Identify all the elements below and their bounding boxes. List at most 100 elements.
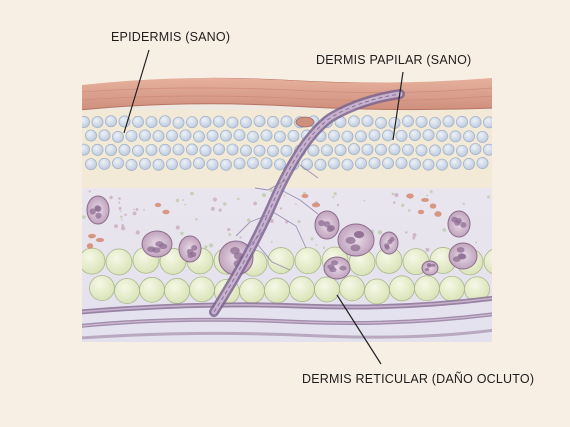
papillary-cell (260, 157, 273, 170)
nucleus (379, 231, 399, 255)
papillary-cell (82, 116, 90, 128)
papillary-cell (469, 143, 482, 155)
papillary-cell (429, 116, 441, 129)
papillary-cell (341, 158, 354, 171)
papillary-cell (125, 129, 138, 142)
papillary-cell (85, 129, 97, 142)
papillary-cell (334, 144, 347, 157)
papillary-cell (422, 158, 435, 171)
papillary-cell (355, 157, 367, 170)
papillary-cell (355, 130, 367, 143)
papillary-cell (172, 143, 185, 156)
label-epidermis: EPIDERMIS (SANO) (111, 30, 231, 44)
papillary-cell (274, 130, 286, 143)
papillary-cell (206, 158, 219, 171)
papillary-cell (199, 144, 212, 157)
papillary-cell (267, 144, 279, 157)
papillary-cell (152, 158, 165, 171)
papillary-cell (91, 116, 104, 129)
papillary-cell (436, 129, 448, 142)
papillary-cell (98, 129, 111, 142)
bottom-vessels (82, 295, 492, 340)
reticular-cell (82, 247, 106, 275)
papillary-cell (307, 144, 320, 157)
papillary-pointer (392, 71, 404, 141)
papillary-cell (166, 158, 178, 171)
papillary-cell (348, 143, 360, 155)
nucleus (314, 210, 340, 240)
papillary-cell (260, 129, 273, 142)
reticular-cell (264, 277, 290, 304)
papillary-cell (98, 157, 111, 170)
papillary-cell (395, 129, 408, 142)
reticular-cell (364, 278, 390, 305)
papillary-cell (388, 143, 401, 156)
papillary-cell (152, 130, 165, 143)
reticular-cell (164, 278, 190, 304)
papillary-cell (267, 116, 279, 128)
papillary-cell (463, 130, 475, 143)
papillary-cell (226, 116, 239, 129)
papillary-cell (125, 159, 138, 171)
papillary-cell (456, 144, 468, 157)
papillary-cell (415, 115, 428, 128)
papillary-cell (172, 116, 185, 129)
papillary-cell (145, 143, 158, 156)
papillary-cell (226, 143, 239, 156)
nucleus (323, 256, 351, 280)
papillary-cell (483, 143, 492, 156)
papillary-cell (240, 144, 252, 157)
papillary-cell (442, 143, 455, 156)
reticular-cell (114, 278, 140, 304)
papillary-cell (429, 144, 441, 157)
reticular-cell (267, 247, 295, 274)
papillary-cell (341, 130, 354, 143)
papillary-cell (301, 158, 313, 171)
papillary-cell (361, 115, 374, 128)
nucleus (337, 223, 375, 257)
papillary-cell (105, 115, 117, 128)
papillary-cell (314, 158, 327, 171)
reticular-cell (105, 248, 133, 276)
papillary-cell (186, 116, 198, 129)
reticular-cell (439, 275, 465, 302)
papillary-cell (139, 129, 151, 142)
papillary-cell (233, 129, 246, 142)
papillary-cell (112, 131, 124, 143)
reticular-cell (314, 276, 340, 303)
papillary-cell (159, 143, 171, 156)
nucleus (448, 242, 478, 270)
papillary-cell (361, 143, 374, 156)
epidermis-layer (82, 77, 492, 111)
papillary-cell (220, 158, 232, 171)
reticular-cell (189, 276, 215, 303)
papillary-cell (328, 129, 340, 142)
papillary-cell (409, 158, 421, 171)
nucleus (421, 260, 439, 276)
papillary-cell (253, 115, 266, 128)
papillary-cell (368, 157, 381, 170)
papillary-cell (375, 116, 387, 129)
papillary-cell (449, 157, 462, 170)
papillary-cell (186, 143, 198, 156)
reticular-cell (289, 276, 315, 302)
papillary-cell (415, 144, 428, 157)
papillary-cell (375, 143, 387, 156)
papillary-cell (105, 144, 117, 156)
papillary-cell (159, 115, 171, 128)
reticular-cell (389, 275, 415, 302)
papillary-cell (368, 129, 381, 142)
papillary-cell (280, 115, 293, 128)
papillary-cell (220, 129, 232, 142)
papillary-cell (382, 129, 394, 142)
nucleus (447, 210, 471, 238)
label-papillary-dermis: DERMIS PAPILAR (SANO) (316, 53, 472, 67)
papillary-cell (449, 130, 462, 143)
papillary-cell (132, 144, 144, 157)
papillary-cell (193, 157, 205, 170)
reticular-cell (139, 276, 165, 303)
papillary-cell (436, 158, 448, 171)
papillary-cell (253, 144, 266, 157)
papillary-cell (193, 130, 205, 143)
